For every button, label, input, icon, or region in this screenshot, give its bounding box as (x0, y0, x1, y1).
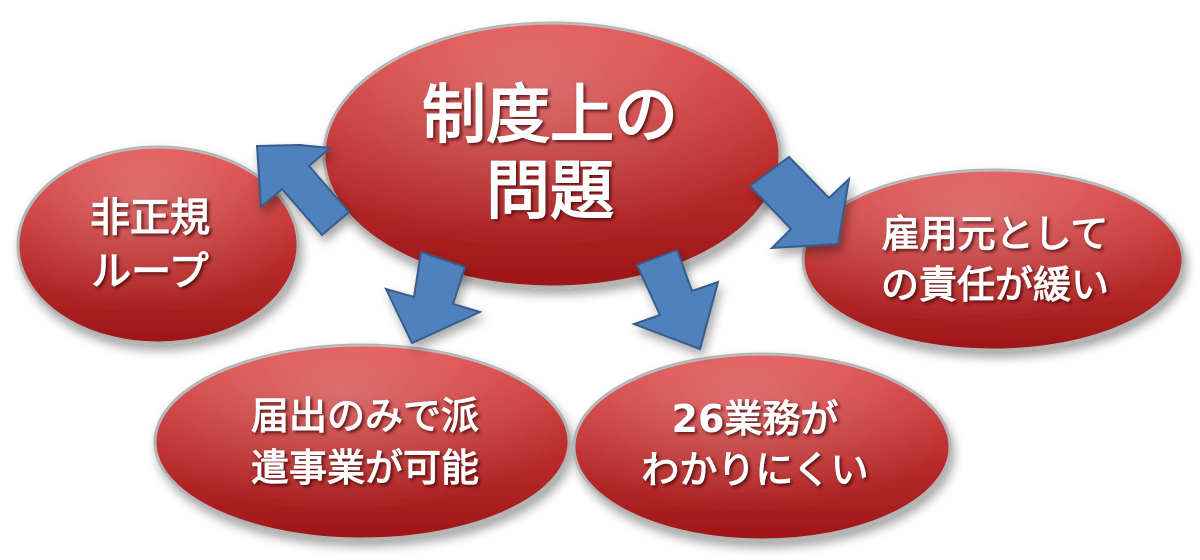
center-label-line-1: 制度上の (422, 79, 678, 154)
node-bottom-right (572, 352, 952, 542)
arrow-to-right (748, 155, 851, 250)
left-node-label-line-1: 非正規 (90, 195, 210, 241)
right-node-label-line-1: 雇用元として (881, 211, 1109, 256)
right-node-label-line-2: の責任が緩い (880, 263, 1109, 307)
right-node-label: 雇用元として の責任が緩い (805, 185, 1185, 335)
left-node-label: 非正規 ループ (30, 175, 270, 315)
bottom-right-node-label: 26業務が わかりにくい (585, 365, 925, 525)
node-center (322, 21, 782, 289)
left-node-label-line-2: ループ (91, 249, 209, 295)
bottom-left-node-label-line-2: 遣事業が可能 (250, 445, 479, 490)
bottom-left-node-label-line-1: 届出のみで派 (250, 394, 479, 439)
node-right (801, 168, 1185, 352)
arrow-to-bottom-left (384, 250, 483, 345)
bottom-right-node-label-line-1: 26業務が (671, 396, 839, 441)
node-left (16, 145, 300, 345)
arrow-to-left (255, 143, 351, 237)
center-label: 制度上の 問題 (330, 55, 770, 255)
arrow-to-bottom-right (631, 248, 720, 351)
node-bottom-left (153, 343, 571, 541)
bottom-right-node-label-line-2: わかりにくい (641, 448, 869, 492)
bottom-left-node-label: 届出のみで派 遣事業が可能 (175, 360, 555, 525)
center-label-line-2: 問題 (486, 155, 614, 229)
